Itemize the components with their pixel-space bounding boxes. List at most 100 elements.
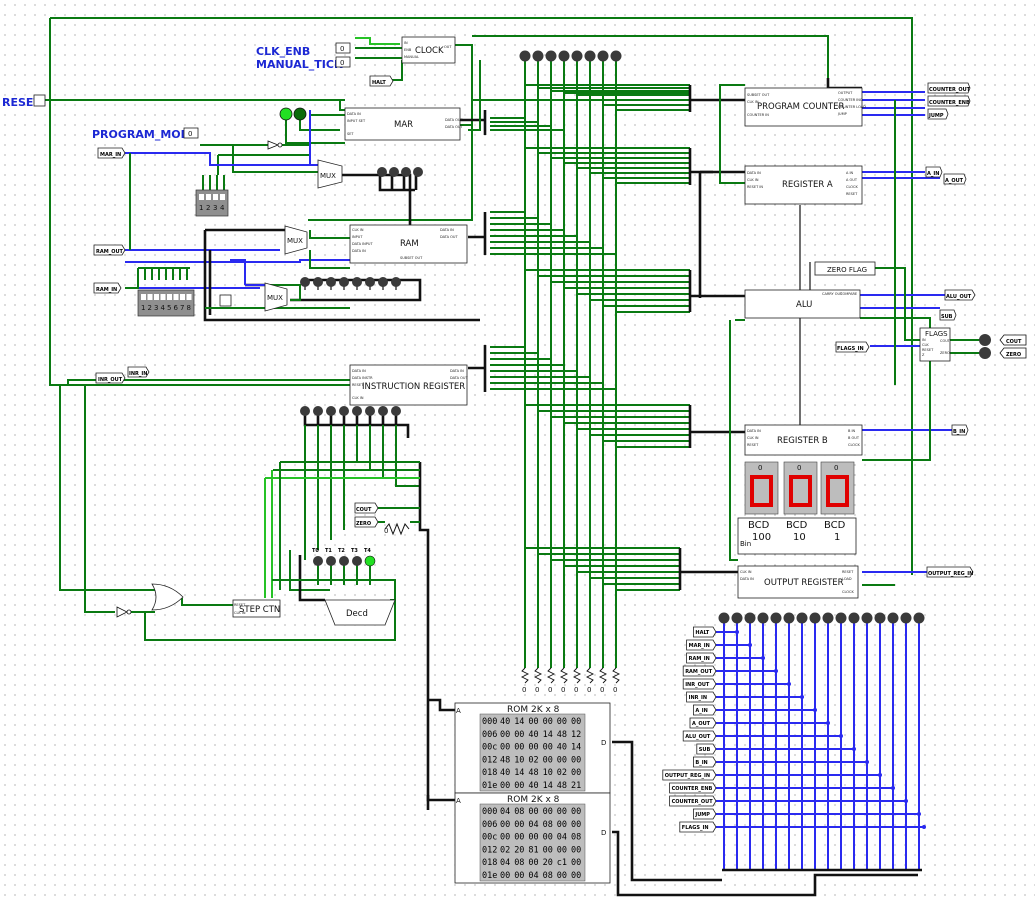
step-counter-component[interactable]: STEP CTN RESET CLK IN: [232, 599, 281, 618]
rom-cell: 48: [557, 781, 567, 791]
rom-cell: 02: [557, 768, 567, 778]
register-a-title: REGISTER A: [782, 180, 833, 190]
rom-address: 01e: [482, 781, 497, 791]
alu-component[interactable]: ALU CARRY OUT COMPARE: [744, 289, 861, 319]
ir-pin: RESET: [352, 383, 364, 387]
svg-text:Bin: Bin: [740, 540, 751, 548]
rom-cell: 04: [500, 807, 510, 817]
rom-cell: 00: [500, 781, 510, 791]
b-pin: B OUT: [848, 436, 860, 440]
svg-text:RAM_OUT: RAM_OUT: [96, 249, 124, 255]
rom-2-port-d: D: [601, 829, 606, 837]
pc-title: PROGRAM COUNTER: [757, 102, 844, 112]
svg-text:6: 6: [174, 304, 179, 312]
rom-cell: 40: [528, 781, 538, 791]
control-tunnel: [682, 678, 717, 690]
program-mode-input[interactable]: [183, 127, 199, 139]
dip-switch-ram[interactable]: 1 2 3 4 5 6 7 8: [137, 289, 195, 317]
control-tunnel-label: MAR_IN: [689, 643, 710, 649]
flags-pin: ZERO: [940, 351, 950, 355]
svg-text:INR_IN: INR_IN: [129, 371, 147, 377]
a-pin: A OUT: [846, 178, 858, 182]
instruction-register-component[interactable]: INSTRUCTION REGISTER DATA IN DATA INSTR …: [349, 364, 468, 406]
rom-cell: 00: [500, 730, 510, 740]
b-pin: DATA IN: [747, 429, 761, 433]
or-pin: CLOCK: [842, 590, 854, 594]
rom-cell: 20: [514, 845, 524, 855]
rom-address: 01e: [482, 871, 497, 881]
svg-text:Decd: Decd: [346, 609, 368, 619]
program-counter-component[interactable]: PROGRAM COUNTER SUBSET OUT CLK IN COUNTE…: [744, 87, 866, 127]
control-tunnel: [682, 730, 717, 742]
probes-bus-top: [519, 50, 622, 62]
svg-text:COUNTER_ENB: COUNTER_ENB: [929, 100, 970, 106]
ram-component[interactable]: RAM CLK IN INPUT DATA INPUT DATA IN DATA…: [349, 224, 468, 264]
ram-select-button[interactable]: [219, 294, 232, 307]
b-pin: RESET: [747, 443, 759, 447]
mar-component[interactable]: MAR DATA IN INPUT SET SET DATA OUT DATA …: [344, 107, 463, 141]
control-tunnel-label: FLAGS_IN: [682, 825, 709, 831]
a-pin: CLK IN: [747, 178, 759, 182]
tunnel-halt-clock: HALT: [369, 75, 394, 87]
svg-text:3: 3: [154, 304, 158, 312]
junction-dot: [922, 825, 926, 829]
register-a-component[interactable]: REGISTER A DATA IN CLK IN RESET IN A IN …: [744, 165, 863, 205]
tunnel-inr-in: INR_IN: [127, 366, 150, 378]
rom-cell: 04: [528, 820, 538, 830]
ram-pin: CLK IN: [352, 228, 364, 232]
junction-dot: [813, 708, 817, 712]
svg-text:T2: T2: [338, 548, 345, 554]
control-tunnel: [693, 626, 717, 638]
pc-pin: JUMP: [837, 112, 847, 116]
program-mode-value: 0: [188, 130, 192, 138]
register-b-component[interactable]: REGISTER B DATA IN CLK IN RESET B IN B O…: [744, 424, 863, 456]
rom-cell: 10: [543, 768, 553, 778]
alu-pin: CARRY OUT: [822, 292, 843, 296]
control-tunnel-label: COUNTER_ENB: [672, 786, 713, 792]
output-register-component[interactable]: OUTPUT REGISTER CLK IN DATA IN RESET LOA…: [737, 565, 859, 599]
mar-pin: DATA IN: [347, 112, 361, 116]
svg-text:JUMP: JUMP: [928, 113, 944, 119]
ram-pin: DATA IN: [440, 228, 454, 232]
dip-switch-mar[interactable]: 1 2 3 4: [195, 189, 229, 217]
probes-ir: [300, 406, 401, 416]
svg-text:MUX: MUX: [267, 294, 283, 302]
or-pin: CLK IN: [740, 570, 752, 574]
wires: [42, 17, 982, 897]
rom-cell: 20: [543, 858, 553, 868]
flags-component[interactable]: FLAGS IN CLK RESET Z COUT ZERO: [919, 327, 951, 362]
seven-seg-display: 0 0 0 BCD BCD BCD 100 10 1 Bin: [737, 461, 857, 555]
reset-button[interactable]: [33, 94, 46, 107]
probes-control: [718, 612, 925, 624]
flags-pin: CLK: [922, 343, 929, 347]
svg-text:8: 8: [187, 304, 191, 312]
svg-text:OUTPUT_REG_IN: OUTPUT_REG_IN: [928, 571, 973, 577]
rom-1-title: ROM 2K x 8: [507, 705, 560, 715]
rom-address: 012: [482, 755, 497, 765]
junction-dot: [865, 760, 869, 764]
tunnel-b-in: B_IN: [951, 424, 969, 436]
rom-address: 018: [482, 768, 497, 778]
clock-pin: OUT: [444, 45, 452, 49]
clk-enb-input[interactable]: [335, 42, 351, 54]
control-tunnel: [679, 821, 717, 833]
rom-cell: 00: [571, 820, 581, 830]
rom-cell: 00: [543, 755, 553, 765]
control-tunnel-label: ALU_OUT: [685, 734, 711, 740]
manual-tick-input[interactable]: [335, 56, 351, 68]
rom-cell: 00: [514, 743, 524, 753]
a-pin: A IN: [846, 171, 854, 175]
svg-text:ALU_OUT: ALU_OUT: [946, 294, 972, 300]
digit: 0: [834, 464, 838, 472]
rom-cell: 00: [514, 833, 524, 843]
control-tunnel-label: RAM_IN: [689, 656, 710, 662]
rom-cell: 08: [571, 833, 581, 843]
rom-address: 018: [482, 858, 497, 868]
control-tunnel: [662, 769, 717, 781]
control-tunnel-label: INR_IN: [689, 695, 707, 701]
rom-cell: 00: [528, 858, 538, 868]
control-tunnel-label: SUB: [699, 747, 711, 753]
clock-component[interactable]: CLOCK IN ENB MANUAL OUT: [401, 36, 456, 64]
